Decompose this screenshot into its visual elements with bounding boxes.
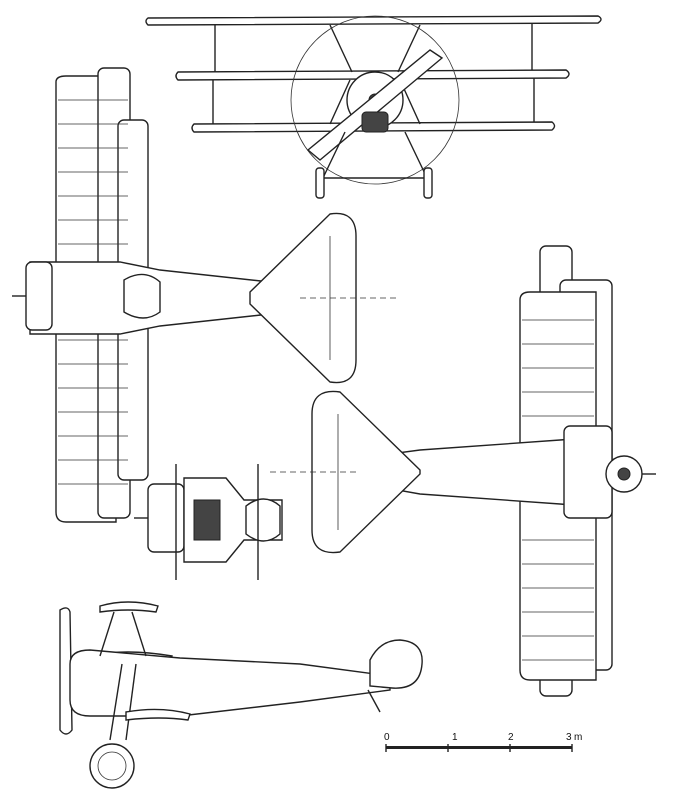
scale-tick-1: 1 — [452, 732, 458, 743]
scale-tick-2: 2 — [508, 732, 514, 743]
front-top-wing — [145, 15, 602, 26]
side-view — [59, 601, 423, 789]
cockpit-detail — [134, 464, 283, 580]
propeller-disc — [290, 15, 460, 185]
side-view-wheel — [89, 743, 135, 789]
front-view — [145, 15, 602, 199]
side-view-propeller — [59, 607, 73, 735]
top-view-engine — [25, 261, 53, 331]
bottom-view — [270, 245, 656, 697]
side-view-fuselage — [69, 649, 391, 717]
scale-tick-0: 0 — [384, 732, 390, 743]
scale-tick-3: 3 — [566, 732, 572, 743]
scale-bar: 0 1 2 3 m — [384, 732, 582, 752]
propeller-blade — [306, 49, 444, 161]
side-view-rudder — [369, 639, 423, 689]
bottom-view-tailplane — [311, 390, 421, 554]
scale-unit: m — [574, 732, 582, 743]
top-view — [12, 67, 400, 523]
